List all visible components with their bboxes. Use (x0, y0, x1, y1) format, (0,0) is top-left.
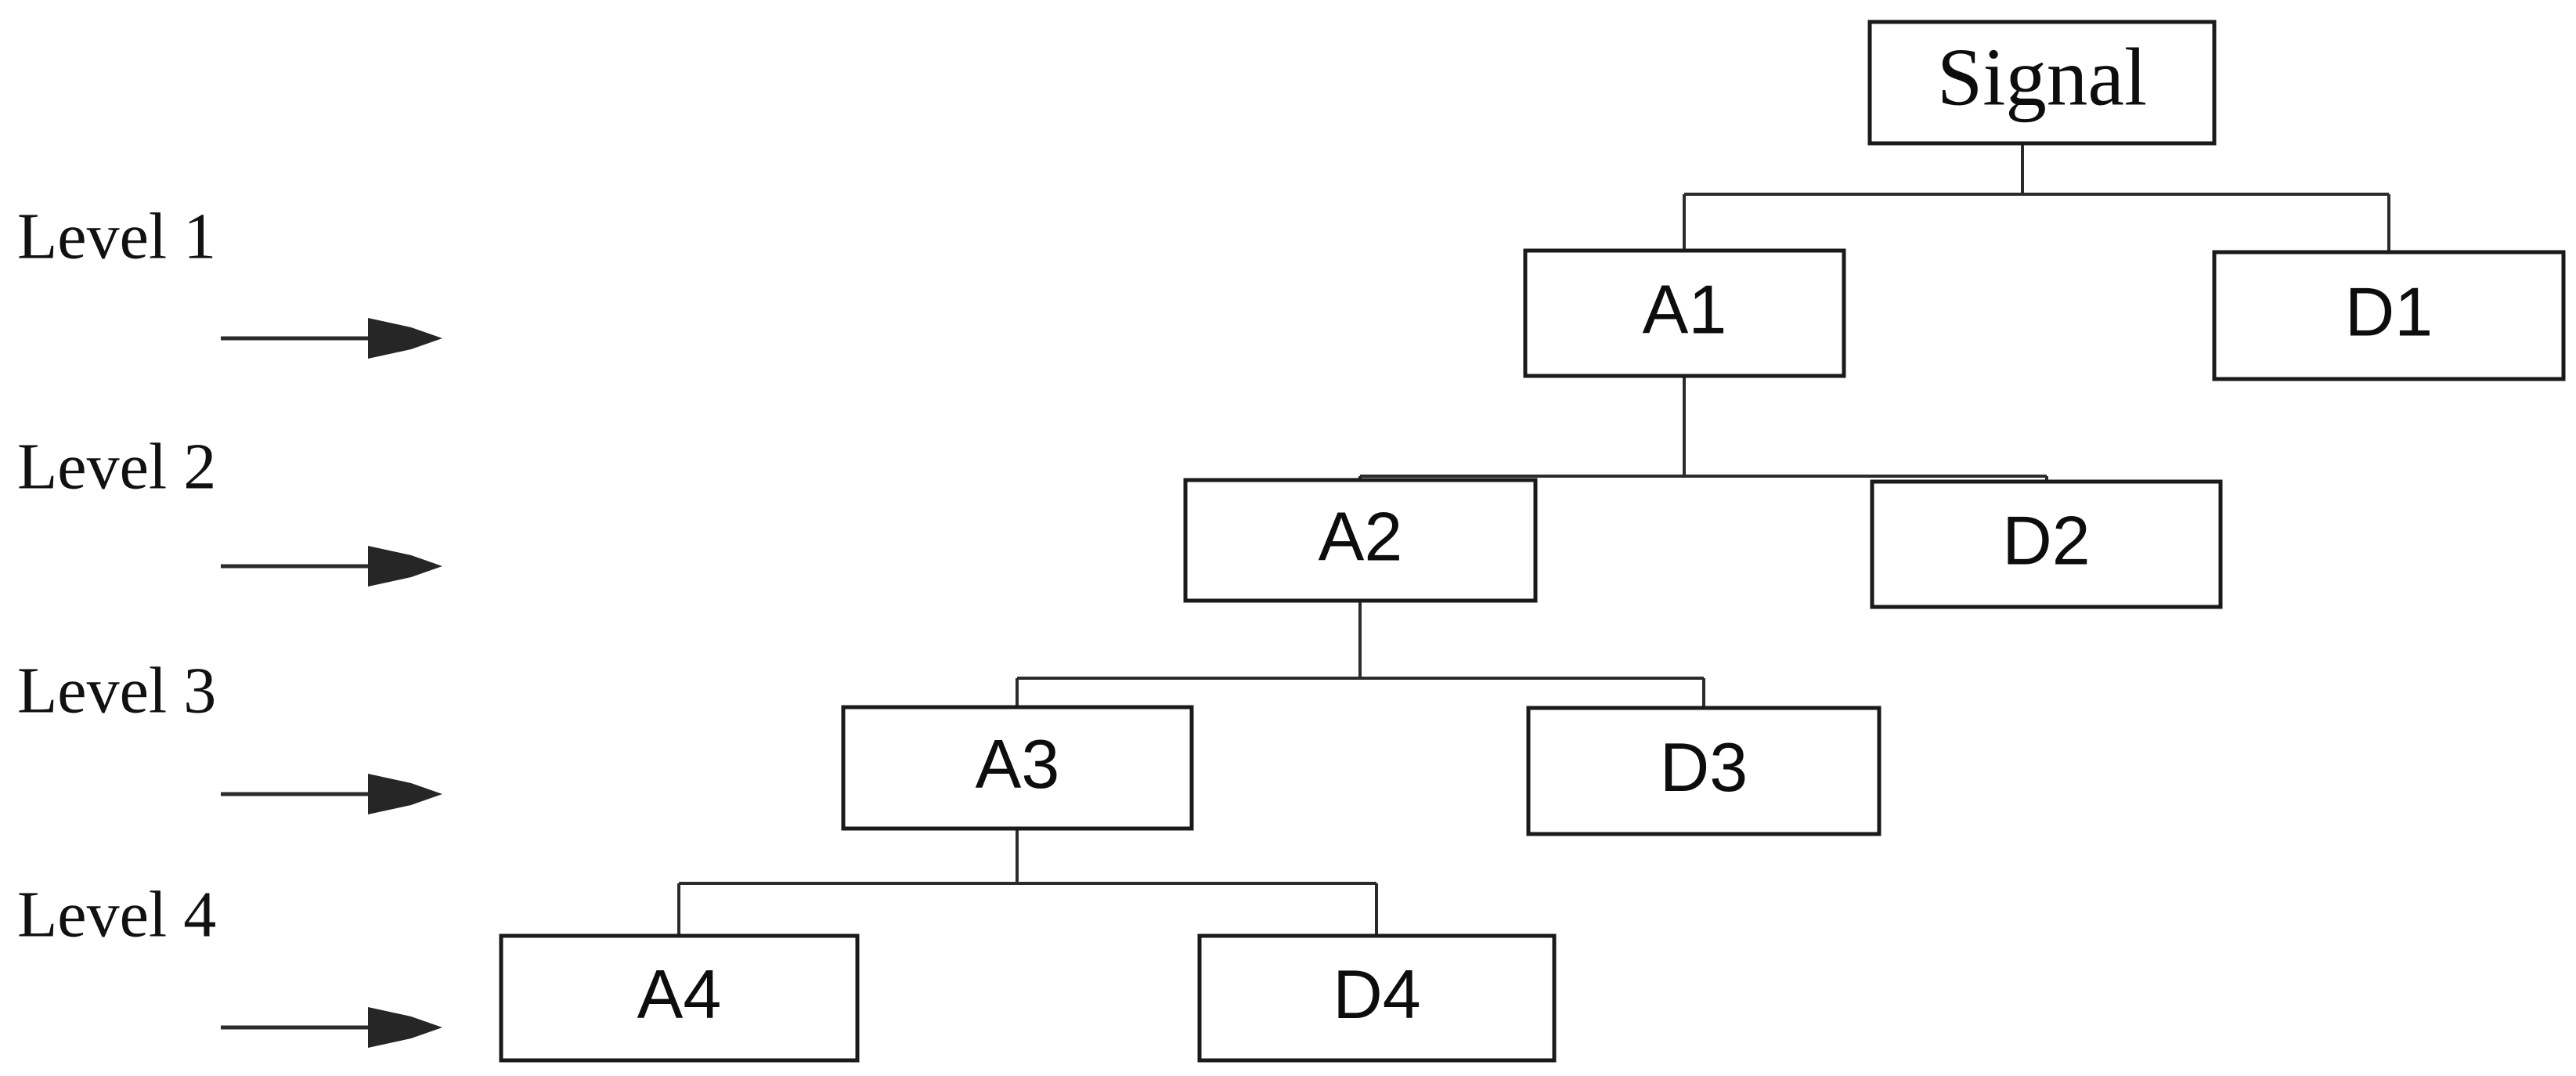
node-box-d1[interactable] (2212, 250, 2566, 381)
node-label-a4: A4 (637, 955, 722, 1033)
node-label-a2: A2 (1319, 497, 1403, 575)
node-d3[interactable]: D3 (1526, 706, 1881, 836)
node-label-signal: Signal (1937, 31, 2147, 123)
node-d1[interactable]: D1 (2212, 250, 2566, 381)
node-label-d3: D3 (1660, 728, 1748, 806)
node-signal[interactable]: Signal (1867, 20, 2217, 146)
level-label-2: Level 2 (17, 430, 216, 503)
node-box-d3[interactable] (1526, 706, 1881, 836)
node-box-signal[interactable] (1867, 20, 2217, 146)
node-d2[interactable]: D2 (1870, 479, 2223, 609)
level-marker-3: Level 3 (17, 654, 442, 814)
level-marker-4: Level 4 (17, 878, 442, 1048)
connector-signal-to-children (1683, 143, 2390, 251)
level-label-3: Level 3 (17, 654, 216, 727)
node-box-d2[interactable] (1870, 479, 2223, 609)
level-marker-1: Level 1 (17, 200, 442, 359)
connector-a1-to-children (1358, 376, 2048, 480)
level-arrow-head-4 (368, 1007, 442, 1048)
level-label-4: Level 4 (17, 878, 216, 951)
node-label-d1: D1 (2345, 273, 2433, 350)
node-label-a3: A3 (976, 725, 1060, 803)
node-label-d4: D4 (1333, 955, 1421, 1033)
node-box-a3[interactable] (841, 705, 1194, 831)
node-a2[interactable]: A2 (1183, 478, 1538, 603)
level-arrow-head-1 (368, 318, 442, 359)
node-box-a1[interactable] (1523, 248, 1846, 378)
node-a4[interactable]: A4 (499, 933, 860, 1063)
node-a1[interactable]: A1 (1523, 248, 1846, 378)
level-arrow-head-2 (368, 546, 442, 587)
node-box-a2[interactable] (1183, 478, 1538, 603)
connector-lines-group (677, 143, 2390, 936)
level-markers-group: Level 1 Level 2 Level 3 Level 4 (17, 200, 442, 1048)
level-marker-2: Level 2 (17, 430, 442, 587)
node-box-d4[interactable] (1197, 933, 1557, 1063)
connector-a3-to-children (677, 829, 1378, 936)
node-box-a4[interactable] (499, 933, 860, 1063)
level-arrow-head-3 (368, 774, 442, 814)
node-label-a1: A1 (1643, 270, 1727, 348)
node-label-d2: D2 (2002, 501, 2091, 579)
node-a3[interactable]: A3 (841, 705, 1194, 831)
node-d4[interactable]: D4 (1197, 933, 1557, 1063)
connector-a2-to-children (1016, 601, 1705, 707)
level-label-1: Level 1 (17, 200, 216, 273)
